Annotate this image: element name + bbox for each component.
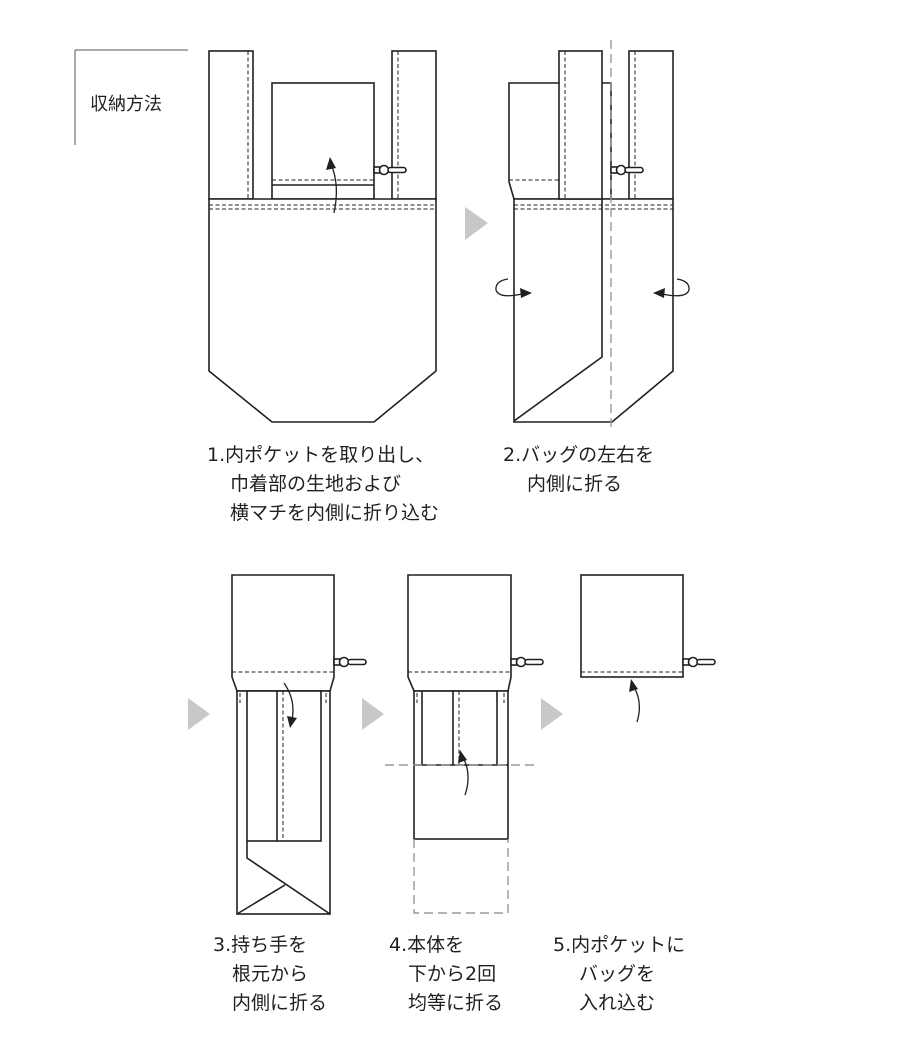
step4-caption-line3: 均等に折る <box>408 992 504 1014</box>
step4-caption-line1: 4.本体を <box>389 934 465 956</box>
cord-stopper-icon <box>510 656 544 668</box>
next-arrow-icon <box>541 698 563 730</box>
step5-caption-line2: バッグを <box>579 963 656 985</box>
step2-caption-line1: 2.バッグの左右を <box>503 444 655 466</box>
fold-arrow-icon <box>283 682 294 721</box>
step1-caption-line2: 巾着部の生地および <box>230 473 402 495</box>
cord-stopper-icon <box>333 656 367 668</box>
step1-caption-line3: 横マチを内側に折り込む <box>230 502 440 524</box>
step5-illustration <box>580 574 716 723</box>
next-arrow-icon <box>465 207 488 240</box>
fold-arrow-icon <box>495 278 523 297</box>
step3-illustration <box>231 574 367 915</box>
cord-stopper-icon <box>682 656 716 668</box>
step3-caption-line1: 3.持ち手を <box>213 934 308 956</box>
step1-illustration <box>208 50 437 423</box>
title-frame <box>74 49 188 145</box>
next-arrow-icon <box>188 698 210 730</box>
fold-arrow-icon <box>633 686 641 723</box>
cord-stopper-icon <box>610 164 644 176</box>
step4-caption-line2: 下から2回 <box>408 963 497 985</box>
step5-caption-line3: 入れ込む <box>579 992 656 1014</box>
step3-caption-line2: 根元から <box>232 963 309 985</box>
cord-stopper-icon <box>373 164 407 176</box>
step3-caption-line3: 内側に折る <box>232 992 328 1014</box>
page-title: 収納方法 <box>90 94 162 115</box>
step1-caption-line1: 1.内ポケットを取り出し、 <box>207 444 435 466</box>
step2-illustration <box>495 40 690 432</box>
next-arrow-icon <box>362 698 384 730</box>
step2-caption-line2: 内側に折る <box>527 473 623 495</box>
fold-arrow-icon <box>661 278 690 297</box>
step4-illustration <box>385 574 544 914</box>
step5-caption-line1: 5.内ポケットに <box>553 934 686 956</box>
